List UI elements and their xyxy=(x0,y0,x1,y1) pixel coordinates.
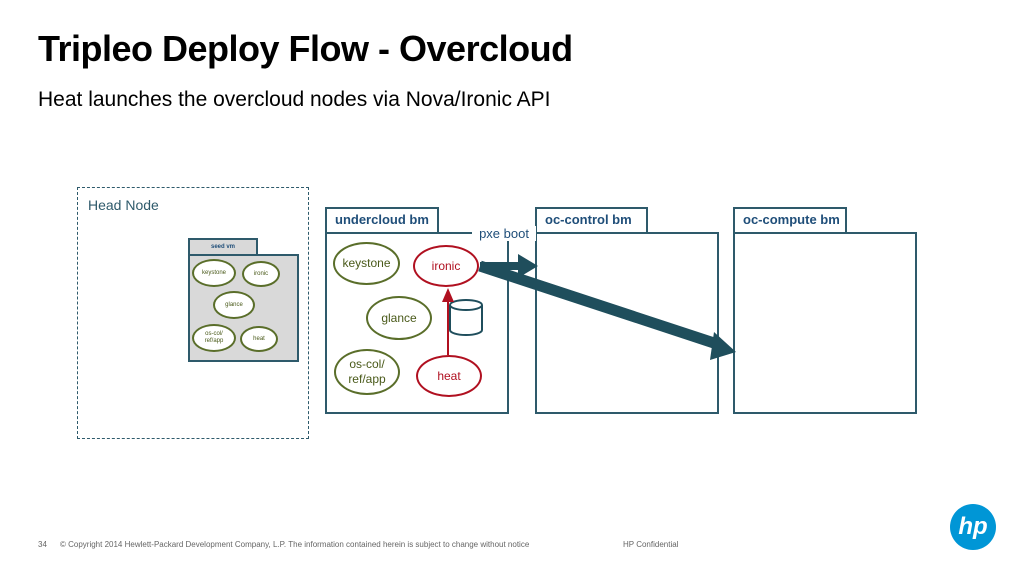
head-node-container xyxy=(77,187,309,439)
seed-heat-node: heat xyxy=(240,326,278,352)
oc-control-box xyxy=(535,232,719,414)
heat-to-ironic-arrow xyxy=(442,288,454,355)
slide-subtitle: Heat launches the overcloud nodes via No… xyxy=(38,88,551,111)
undercloud-glance-node: glance xyxy=(366,296,432,340)
oc-compute-box xyxy=(733,232,917,414)
pxe-boot-label: pxe boot xyxy=(472,226,536,241)
head-node-label: Head Node xyxy=(88,197,159,213)
seed-keystone-node: keystone xyxy=(192,259,236,287)
slide-title: Tripleo Deploy Flow - Overcloud xyxy=(38,28,573,69)
undercloud-os-col-node: os-col/ ref/app xyxy=(334,349,400,395)
seed-os-col-node: os-col/ ref/app xyxy=(192,324,236,352)
database-icon xyxy=(449,299,483,336)
page-number: 34 xyxy=(38,540,47,549)
undercloud-keystone-node: keystone xyxy=(333,242,400,285)
hp-logo: hp xyxy=(950,504,996,550)
undercloud-heat-node: heat xyxy=(416,355,482,397)
footer-copyright: © Copyright 2014 Hewlett-Packard Develop… xyxy=(60,540,530,549)
undercloud-tab: undercloud bm xyxy=(325,207,439,233)
oc-compute-tab: oc-compute bm xyxy=(733,207,847,233)
pxe-boot-arrow-compute xyxy=(478,260,736,360)
seed-vm-tab: seed vm xyxy=(188,238,258,255)
oc-control-tab: oc-control bm xyxy=(535,207,648,233)
seed-ironic-node: ironic xyxy=(242,261,280,287)
seed-glance-node: glance xyxy=(213,291,255,319)
undercloud-ironic-node: ironic xyxy=(413,245,479,287)
footer-confidential: HP Confidential xyxy=(623,540,679,549)
